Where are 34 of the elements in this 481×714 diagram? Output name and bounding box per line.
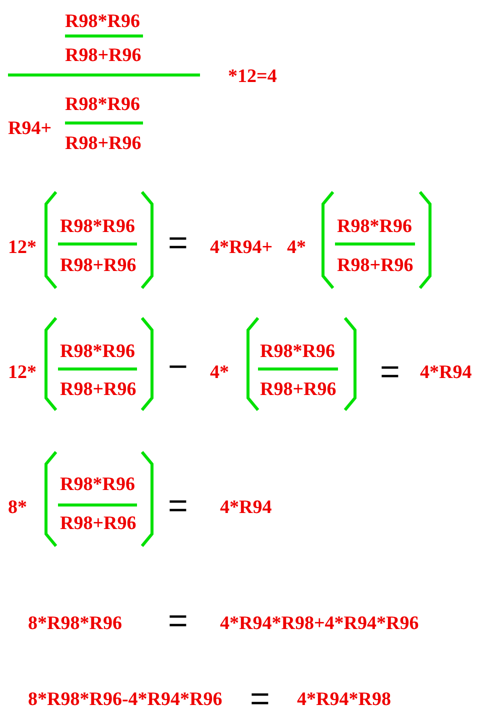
math-term: 4*R94+ xyxy=(210,238,273,257)
math-term: *12=4 xyxy=(228,67,277,86)
math-term: 8* xyxy=(8,498,27,517)
math-term: R98*R96 xyxy=(65,12,140,31)
math-term: R98+R96 xyxy=(65,134,142,153)
equals-sign: = xyxy=(168,604,188,638)
math-term: R98+R96 xyxy=(260,380,336,399)
math-term: 12* xyxy=(8,238,36,257)
equals-sign: = xyxy=(380,355,400,389)
math-term: R98+R96 xyxy=(60,256,136,275)
equals-sign: = xyxy=(250,682,270,714)
math-term: 8*R98*R96 xyxy=(28,614,122,633)
minus-sign: − xyxy=(168,350,188,384)
equals-sign: = xyxy=(168,226,188,260)
math-term: R98+R96 xyxy=(60,380,136,399)
math-term: 4* xyxy=(287,238,306,257)
math-term: R98*R96 xyxy=(60,475,135,494)
math-term: R98*R96 xyxy=(260,342,335,361)
math-term: R98*R96 xyxy=(65,95,140,114)
math-term: 4*R94*R98 xyxy=(297,690,391,709)
math-term: 4*R94 xyxy=(420,363,472,382)
equals-sign: = xyxy=(168,489,188,523)
math-term: 12* xyxy=(8,363,36,382)
math-term: R98*R96 xyxy=(337,217,412,236)
math-term: R98+R96 xyxy=(337,256,414,275)
math-term: R98*R96 xyxy=(60,342,135,361)
math-term: 4* xyxy=(210,363,229,382)
math-term: 4*R94*R98+4*R94*R96 xyxy=(220,614,419,633)
math-term: 8*R98*R96-4*R94*R96 xyxy=(28,690,222,709)
math-term: R98+R96 xyxy=(65,46,142,65)
math-term: R94+ xyxy=(8,119,52,138)
math-term: R98+R96 xyxy=(60,514,136,533)
math-term: R98*R96 xyxy=(60,217,135,236)
math-term: 4*R94 xyxy=(220,498,272,517)
